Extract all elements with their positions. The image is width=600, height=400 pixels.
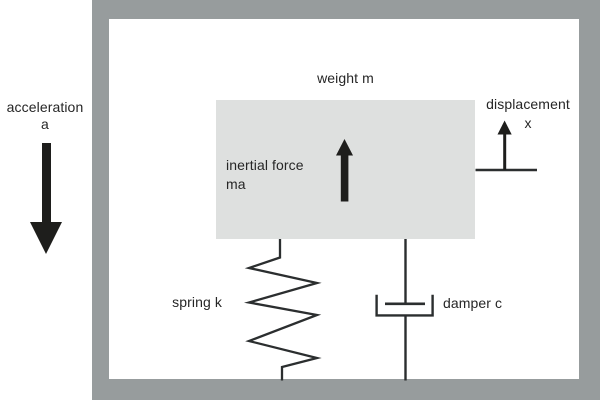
spring-coil bbox=[243, 239, 322, 381]
acceleration-label: acceleration a bbox=[0, 99, 90, 133]
acceleration-arrow-shaft bbox=[42, 143, 51, 224]
damper-symbol bbox=[375, 239, 434, 381]
displacement-arrow-up-icon bbox=[475, 120, 537, 172]
acceleration-arrow-head bbox=[30, 222, 62, 254]
displacement-arrow-head bbox=[497, 120, 512, 135]
acceleration-label-line1: acceleration bbox=[6, 99, 84, 115]
displacement-label-line1: displacement bbox=[486, 96, 570, 112]
acceleration-label-line2: a bbox=[41, 116, 49, 132]
inertial-force-label: inertial force ma bbox=[226, 156, 304, 193]
inertial-force-label-line2: ma bbox=[226, 175, 246, 192]
inertial-force-arrow-up-icon bbox=[336, 139, 353, 202]
damper-label: damper c bbox=[443, 295, 503, 311]
inertial-force-label-line1: inertial force bbox=[226, 157, 304, 173]
spring-symbol bbox=[243, 239, 322, 381]
inertial-arrow-shaft bbox=[340, 153, 349, 202]
displacement-label-line2: x bbox=[524, 115, 532, 131]
acceleration-arrow-down-icon bbox=[30, 143, 62, 254]
displacement-arrow-shaft bbox=[503, 133, 507, 170]
inertial-arrow-head bbox=[336, 139, 353, 156]
spring-label: spring k bbox=[172, 294, 222, 310]
displacement-label: displacement x bbox=[477, 95, 579, 133]
weight-label: weight m bbox=[317, 70, 374, 86]
